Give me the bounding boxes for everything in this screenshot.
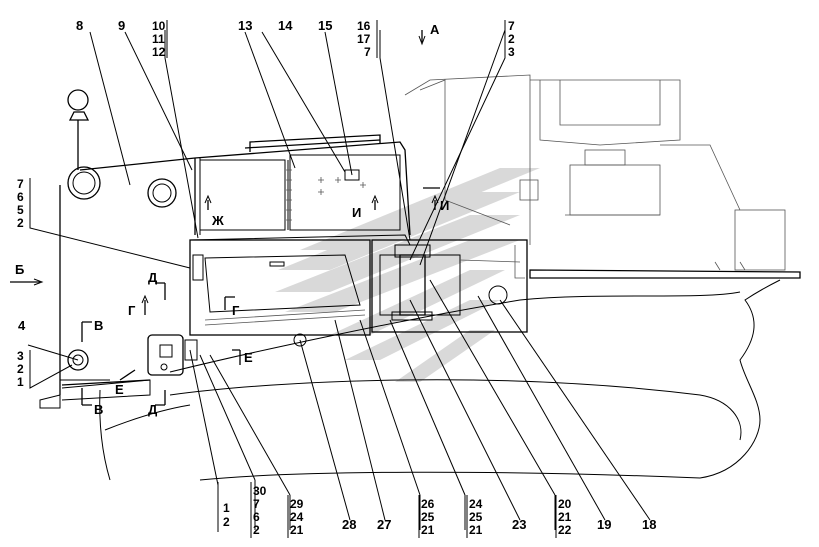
section-marks: В В Д Д Г Г Е Е Ж И И — [94, 198, 449, 417]
callout-b1: 1 — [223, 501, 230, 515]
callout-b28: 28 — [342, 517, 356, 532]
callout-14: 14 — [278, 18, 293, 33]
callout-17: 17 — [357, 32, 371, 46]
callout-l2b: 2 — [17, 362, 24, 376]
callout-b26: 26 — [421, 497, 435, 511]
section-g-left: Г — [128, 303, 136, 318]
callout-b29: 29 — [290, 497, 304, 511]
callout-b24b: 24 — [469, 497, 483, 511]
callout-9: 9 — [118, 18, 125, 33]
section-e-right: Е — [244, 350, 253, 365]
callout-2b: 2 — [508, 32, 515, 46]
machine-body — [39, 89, 411, 409]
section-d-bottom: Д — [148, 402, 158, 417]
section-i-left: И — [352, 205, 361, 220]
callout-b2c: 2 — [253, 523, 260, 537]
callout-11: 11 — [152, 32, 165, 46]
callout-l6: 6 — [17, 190, 24, 204]
callout-b20: 20 — [558, 497, 572, 511]
callout-b27: 27 — [377, 517, 391, 532]
callout-b22: 22 — [558, 523, 572, 537]
section-v-bottom: В — [94, 402, 103, 417]
callout-10: 10 — [152, 19, 166, 33]
callout-b25b: 25 — [469, 510, 483, 524]
section-i-right: И — [440, 198, 449, 213]
callout-b6: 6 — [253, 510, 260, 524]
callout-l1: 1 — [17, 375, 24, 389]
section-v-top: В — [94, 318, 103, 333]
callout-b21b: 21 — [421, 523, 435, 537]
callout-l7: 7 — [17, 177, 24, 191]
callout-7: 7 — [364, 45, 371, 59]
view-b-label: Б — [15, 262, 24, 277]
callout-b21c: 21 — [469, 523, 483, 537]
callout-8: 8 — [76, 18, 83, 33]
section-g-right: Г — [232, 303, 240, 318]
callout-b21d: 21 — [558, 510, 572, 524]
callout-13: 13 — [238, 18, 252, 33]
callout-16: 16 — [357, 19, 371, 33]
section-d-top: Д — [148, 270, 158, 285]
callout-b19: 19 — [597, 517, 611, 532]
callouts-left: 7 6 5 2 Б 4 3 2 1 — [15, 177, 26, 389]
callouts-bottom: 1 2 30 7 6 2 29 24 21 28 27 26 25 21 24 … — [223, 484, 656, 537]
section-arrows — [10, 30, 440, 406]
callout-b25: 25 — [421, 510, 435, 524]
section-zh: Ж — [211, 213, 224, 228]
section-e-left: Е — [115, 382, 124, 397]
callout-b21: 21 — [290, 523, 304, 537]
callout-15: 15 — [318, 18, 332, 33]
callout-3b: 3 — [508, 45, 515, 59]
view-a-label: А — [430, 22, 440, 37]
callout-7b: 7 — [508, 19, 515, 33]
callout-l4: 4 — [18, 318, 26, 333]
callout-b2: 2 — [223, 515, 230, 529]
callout-l3: 3 — [17, 349, 24, 363]
callout-b18: 18 — [642, 517, 656, 532]
equipment-cabinet — [147, 134, 528, 376]
callouts-top: 8 9 10 11 12 13 14 15 16 17 7 А 7 2 3 — [76, 18, 515, 59]
ground-outline — [99, 279, 781, 481]
callout-b30: 30 — [253, 484, 267, 498]
callout-b23: 23 — [512, 517, 526, 532]
callout-l5: 5 — [17, 203, 24, 217]
callout-12: 12 — [152, 45, 166, 59]
callout-b7: 7 — [253, 497, 260, 511]
callout-b24: 24 — [290, 510, 304, 524]
callout-l2: 2 — [17, 216, 24, 230]
cab-structure — [404, 74, 801, 279]
